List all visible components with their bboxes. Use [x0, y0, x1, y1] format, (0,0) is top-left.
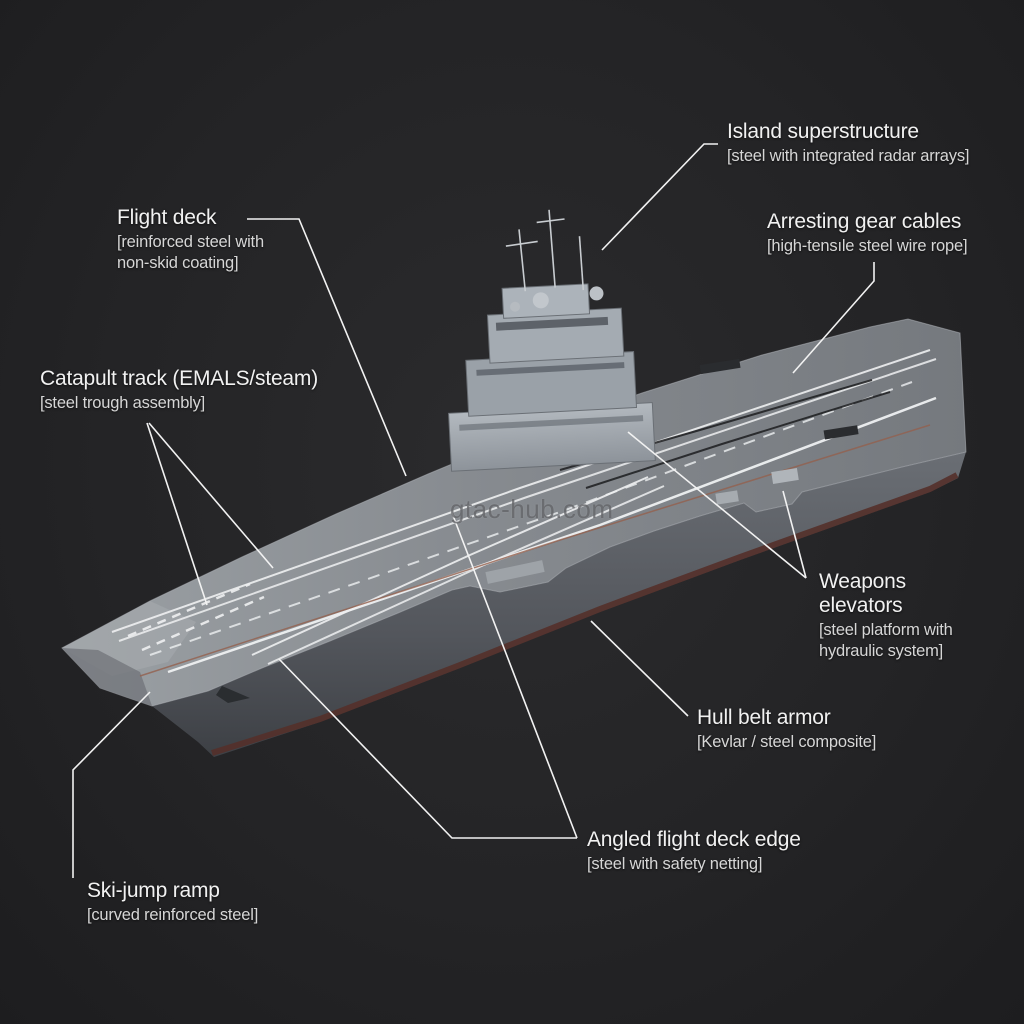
label-detail: [high-tensıle steel wire rope] [767, 237, 968, 256]
leader-line-catapult-track-2 [148, 422, 274, 569]
radar-dome [589, 286, 604, 301]
label-title: Flight deck [117, 206, 217, 229]
label-title: Catapult track (EMALS/steam) [40, 367, 318, 390]
label-title: Arresting gear cables [767, 210, 962, 233]
label-detail: [Kevlar / steel composite] [697, 733, 877, 752]
deck-markings [111, 349, 937, 677]
radar-dome [510, 301, 521, 312]
hull-side [152, 452, 966, 757]
leader-line-flight-deck [247, 218, 407, 477]
label-angled-flight-deck-edge: Angled flight deck edge [steel with safe… [587, 828, 837, 875]
label-title: Ski-jump ramp [87, 879, 220, 902]
leader-line-island-superstructure [601, 143, 718, 251]
label-title: Island superstructure [727, 120, 919, 143]
leader-line-ski-jump-ramp [72, 691, 151, 878]
leader-line-angled-flight-deck-edge-2 [451, 512, 578, 839]
island-superstructure-structure [448, 209, 656, 472]
label-title: Angled flight deck edge [587, 828, 801, 851]
ship [61, 209, 967, 757]
deck-equipment [216, 358, 859, 703]
label-title: Hull belt armor [697, 706, 831, 729]
leader-line-angled-flight-deck-edge-1 [278, 658, 577, 839]
bow-face [62, 648, 152, 706]
label-island-superstructure: Island superstructure [steel with integr… [727, 120, 1017, 167]
label-detail: [steel platform with hydraulic system] [819, 621, 953, 660]
label-detail: [curved reinforced steel] [87, 906, 259, 925]
label-hull-belt-armor: Hull belt armor [Kevlar / steel composit… [697, 706, 927, 753]
label-arresting-gear-cables: Arresting gear cables [high-tensıle stee… [767, 210, 1024, 257]
leader-line-catapult-track-1 [146, 422, 208, 606]
watermark: gtac-hub.com [450, 494, 614, 524]
label-detail: [reinforced steel with non-skid coating] [117, 233, 264, 272]
leader-line-weapons-elevators-1 [627, 431, 807, 579]
label-detail: [steel with integrated radar arrays] [727, 147, 970, 166]
label-weapons-elevators: Weapons elevators [steel platform with h… [819, 570, 987, 662]
leader-line-hull-belt-armor [590, 620, 689, 717]
label-detail: [steel trough assembly] [40, 394, 206, 413]
leader-line-weapons-elevators-2 [782, 490, 807, 579]
label-catapult-track: Catapult track (EMALS/steam) [steel trou… [40, 367, 350, 414]
label-ski-jump-ramp: Ski-jump ramp [curved reinforced steel] [87, 879, 317, 926]
leader-line-arresting-gear-cables [792, 262, 875, 374]
label-title: Weapons elevators [819, 570, 906, 618]
hull-waterline-stripe [211, 472, 959, 756]
label-flight-deck: Flight deck [reinforced steel with non-s… [117, 206, 295, 273]
jet-silhouette [216, 686, 250, 703]
label-detail: [steel with safety netting] [587, 855, 763, 874]
radar-dome [532, 292, 549, 309]
leader-lines [72, 143, 875, 878]
